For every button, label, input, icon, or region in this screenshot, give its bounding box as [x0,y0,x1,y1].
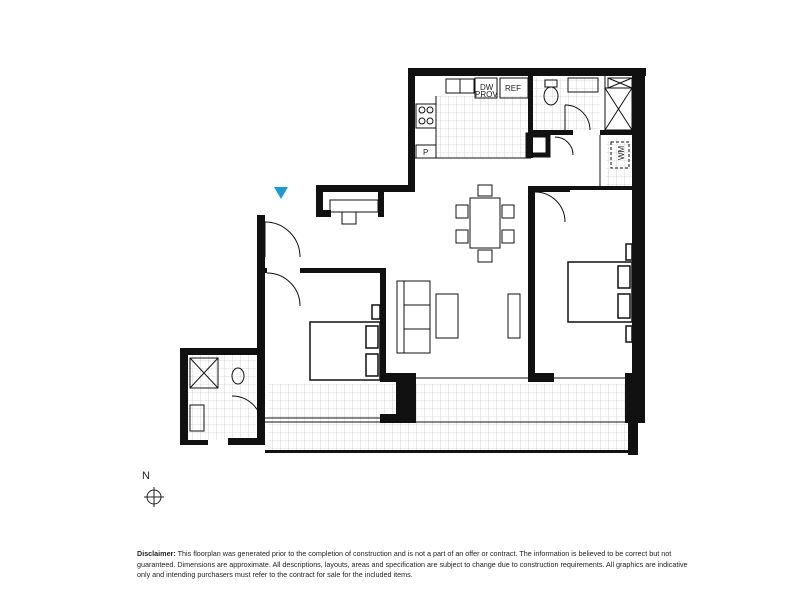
basin-icon [567,77,599,93]
dining-table [455,184,515,263]
disclaimer: Disclaimer: This floorplan was generated… [137,549,693,581]
living-furniture [396,280,521,354]
shower-icon [604,87,633,131]
dishwasher-label: DW [480,83,494,92]
fridge-label: REF [505,84,521,93]
dishwasher-icon [474,77,498,99]
pantry-label: P [423,148,428,157]
ensuite [189,357,245,432]
toilet-icon [231,367,245,385]
fridge-icon [499,77,529,99]
disclaimer-heading: Disclaimer: [137,549,176,558]
cooktop-icon [415,103,437,129]
entry-marker-icon [274,187,288,199]
compass-icon [144,487,164,507]
washing-machine-icon [610,141,630,169]
disclaimer-text: This floorplan was generated prior to th… [137,549,688,579]
tiled-floors [188,78,632,450]
provision-label: PROV [475,90,498,99]
main-bathroom [543,77,633,169]
basin-icon [189,404,205,432]
north-label: N [142,470,150,482]
doors [231,191,566,427]
thin-walls [265,76,630,423]
washing-machine-label: WM [617,145,626,160]
walls [180,68,646,455]
desk-icon [329,199,379,213]
kitchen [415,77,531,159]
bed-1 [309,304,381,381]
bed-2 [567,243,633,343]
